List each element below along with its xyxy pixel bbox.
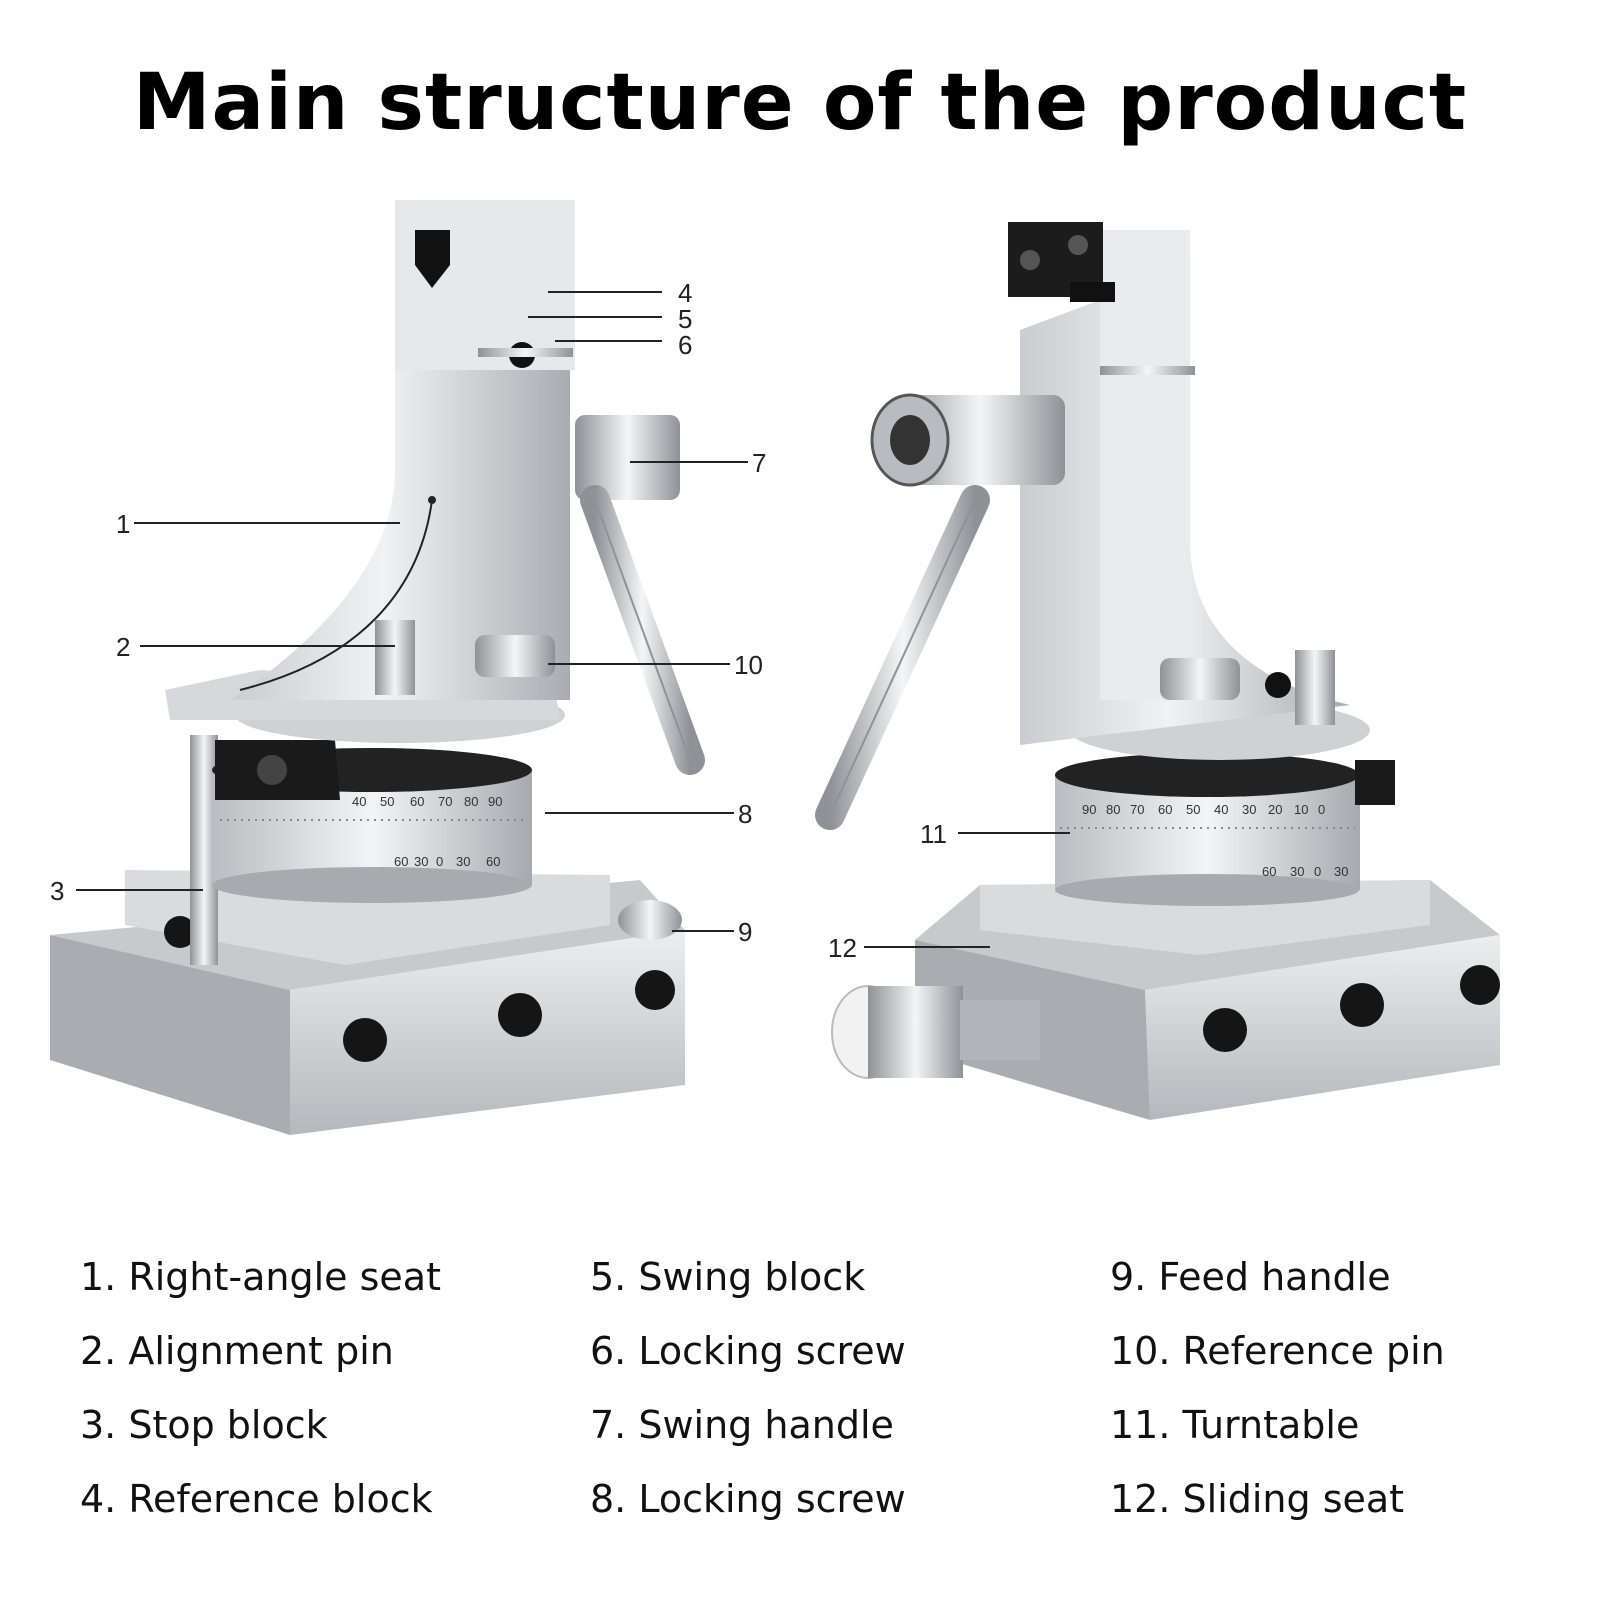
right-dial-num: 90	[1082, 802, 1096, 817]
legend-item: 10. Reference pin	[1110, 1329, 1445, 1373]
legend-item: 5. Swing block	[590, 1255, 866, 1299]
legend-item: 12. Sliding seat	[1110, 1477, 1405, 1521]
legend-item: 7. Swing handle	[590, 1403, 894, 1447]
legend-item: 4. Reference block	[80, 1477, 433, 1521]
left-right-angle-seat	[230, 365, 570, 700]
legend-item: 6. Locking screw	[590, 1329, 906, 1373]
right-dial-clamp	[1355, 760, 1395, 805]
right-dial-top	[1055, 753, 1359, 797]
page-title: Main structure of the product	[132, 58, 1468, 148]
left-swing-hub	[575, 415, 680, 500]
right-device	[815, 222, 1500, 1120]
left-clamp-screw	[257, 755, 287, 785]
left-device	[50, 200, 705, 1135]
parts-legend: 1. Right-angle seat 2. Alignment pin 3. …	[0, 1240, 1600, 1540]
legend-column-2: 5. Swing block 6. Locking screw 7. Swing…	[590, 1240, 906, 1536]
leader-1-dot	[428, 496, 436, 504]
legend-item: 9. Feed handle	[1110, 1255, 1391, 1299]
left-dial-scale: 40 50 60 70 80 90 60 30 0 30 60	[352, 794, 502, 869]
right-alignment-pin	[1295, 650, 1335, 725]
callout-5: 5	[678, 304, 692, 334]
right-dial-scale: 90 80 70 60 50 40 30 20 10 0 60 30 0 30	[1082, 802, 1348, 879]
legend-item: 1. Right-angle seat	[80, 1255, 441, 1299]
callout-12: 12	[828, 933, 857, 963]
right-base-front	[1145, 935, 1500, 1120]
right-feed-knob-body	[868, 986, 963, 1078]
right-base-screw-1	[1203, 1008, 1247, 1052]
right-feed-knob-shaft	[960, 1000, 1040, 1060]
left-reference-mark	[415, 230, 450, 288]
right-dial-num: 80	[1106, 802, 1120, 817]
right-dial-num: 0	[1318, 802, 1325, 817]
left-base-screw-3	[635, 970, 675, 1010]
right-dial-num: 10	[1294, 802, 1308, 817]
left-reference-block	[395, 200, 575, 370]
callout-6: 6	[678, 330, 692, 360]
right-black-tab	[1070, 282, 1115, 302]
right-dial-num: 30	[1242, 802, 1256, 817]
callout-2: 2	[116, 632, 130, 662]
right-dial-num: 0	[1314, 864, 1321, 879]
left-dial-num: 60	[486, 854, 500, 869]
right-dial-num: 70	[1130, 802, 1144, 817]
right-base-screw-2	[1340, 983, 1384, 1027]
left-dial-num: 40	[352, 794, 366, 809]
right-swing-hub-bore	[890, 415, 930, 465]
left-base-front	[290, 930, 685, 1135]
callout-numbers: 4 5 6 7 1 2 10 8 3 9 11 12	[50, 278, 947, 963]
left-dial-num: 70	[438, 794, 452, 809]
right-dial-num: 40	[1214, 802, 1228, 817]
right-dial-num: 30	[1290, 864, 1304, 879]
left-dial-num: 30	[456, 854, 470, 869]
right-dial-num: 60	[1262, 864, 1276, 879]
callout-3: 3	[50, 876, 64, 906]
callout-11: 11	[920, 819, 947, 849]
right-dial-bottom	[1055, 874, 1359, 906]
right-base-screw-3	[1460, 965, 1500, 1005]
right-dial-num: 60	[1158, 802, 1172, 817]
right-dial-num: 50	[1186, 802, 1200, 817]
legend-item: 8. Locking screw	[590, 1477, 906, 1521]
legend-item: 2. Alignment pin	[80, 1329, 394, 1373]
right-top-plate-hole	[1020, 250, 1040, 270]
callout-8: 8	[738, 799, 752, 829]
callout-7: 7	[752, 448, 766, 478]
left-dial-num: 0	[436, 854, 443, 869]
callout-9: 9	[738, 917, 752, 947]
left-dial-bottom	[212, 867, 532, 903]
leader-1-curve	[239, 499, 433, 691]
right-dial-num: 20	[1268, 802, 1282, 817]
left-dial-num: 60	[410, 794, 424, 809]
left-dial-num: 30	[414, 854, 428, 869]
legend-column-3: 9. Feed handle 10. Reference pin 11. Tur…	[1110, 1240, 1445, 1536]
left-base-side	[50, 935, 290, 1135]
right-swing-lever-edge	[829, 499, 976, 816]
callout-lines	[76, 291, 1070, 948]
legend-item: 11. Turntable	[1110, 1403, 1360, 1447]
legend-item: 3. Stop block	[80, 1403, 328, 1447]
right-seat-side	[1100, 230, 1190, 700]
left-feed-knob	[618, 900, 682, 940]
callout-4: 4	[678, 278, 692, 308]
left-dial-num: 90	[488, 794, 502, 809]
left-locking-pin-6	[478, 348, 573, 357]
left-dial-num: 60	[394, 854, 408, 869]
legend-column-1: 1. Right-angle seat 2. Alignment pin 3. …	[80, 1240, 441, 1536]
callout-10: 10	[734, 650, 763, 680]
left-base-screw-1	[343, 1018, 387, 1062]
left-alignment-pin	[375, 620, 415, 695]
right-seat-hole	[1265, 672, 1291, 698]
left-side-screw	[164, 916, 196, 948]
left-dial-num: 80	[464, 794, 478, 809]
left-base-screw-2	[498, 993, 542, 1037]
right-reference-pin-top	[1100, 366, 1195, 375]
right-top-plate-hole	[1068, 235, 1088, 255]
left-swing-lever-edge	[594, 499, 691, 761]
left-reference-pin	[475, 635, 555, 677]
right-reference-pin-lower	[1160, 658, 1240, 700]
callout-1: 1	[116, 509, 130, 539]
left-dial-num: 50	[380, 794, 394, 809]
right-dial-num: 30	[1334, 864, 1348, 879]
